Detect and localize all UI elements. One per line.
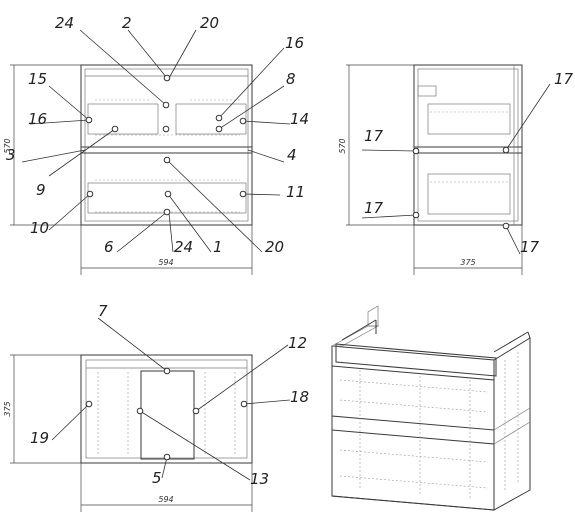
callout-17-lower-right: 17 bbox=[520, 238, 540, 256]
callout-19: 19 bbox=[30, 429, 49, 447]
front-view: 570 594 24 2 20 bbox=[3, 14, 309, 275]
top-view: 375 594 7 12 18 19 5 13 bbox=[3, 302, 309, 512]
side-depth-dimension: 375 bbox=[460, 258, 475, 267]
callout-3: 3 bbox=[6, 146, 16, 164]
callout-16-right: 16 bbox=[285, 34, 304, 52]
callout-20-top: 20 bbox=[200, 14, 219, 32]
callout-7: 7 bbox=[98, 302, 108, 320]
callout-13: 13 bbox=[250, 470, 269, 488]
callout-17-upper-right: 17 bbox=[554, 70, 574, 88]
side-height-dimension: 570 bbox=[338, 138, 347, 153]
callout-17-lower-left: 17 bbox=[364, 199, 384, 217]
top-width-dimension: 594 bbox=[158, 495, 173, 504]
front-width-dimension: 594 bbox=[158, 258, 173, 267]
callout-12: 12 bbox=[288, 334, 307, 352]
top-depth-dimension: 375 bbox=[3, 401, 12, 416]
callout-6: 6 bbox=[104, 238, 114, 256]
front-height-dimension: 570 bbox=[3, 138, 12, 153]
callout-17-upper-left: 17 bbox=[364, 127, 384, 145]
callout-24-top: 24 bbox=[55, 14, 74, 32]
callout-16-left: 16 bbox=[28, 110, 47, 128]
callout-1: 1 bbox=[213, 238, 223, 256]
callout-8: 8 bbox=[286, 70, 296, 88]
side-view: 570 375 17 17 17 17 bbox=[338, 64, 574, 275]
callout-5: 5 bbox=[152, 469, 162, 487]
callout-9: 9 bbox=[36, 181, 46, 199]
callout-14: 14 bbox=[290, 110, 309, 128]
callout-2: 2 bbox=[122, 14, 132, 32]
callout-10: 10 bbox=[30, 219, 49, 237]
callout-24-bottom: 24 bbox=[174, 238, 193, 256]
callout-20-bottom: 20 bbox=[265, 238, 284, 256]
callout-15: 15 bbox=[28, 70, 47, 88]
callout-18: 18 bbox=[290, 388, 309, 406]
callout-11: 11 bbox=[286, 183, 305, 201]
callout-4: 4 bbox=[287, 146, 297, 164]
isometric-view bbox=[330, 305, 531, 511]
